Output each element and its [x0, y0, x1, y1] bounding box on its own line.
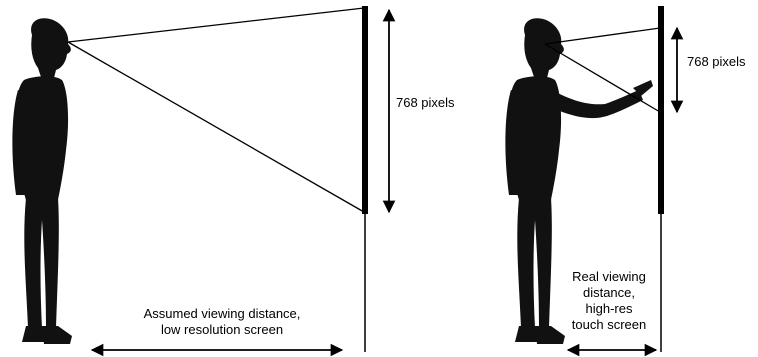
- left-screen: [362, 6, 368, 214]
- left-sightline-top: [67, 7, 365, 43]
- right-distance-label: Real viewing distance, high-res touch sc…: [552, 269, 666, 333]
- right-distance-label-line4: touch screen: [571, 317, 647, 332]
- right-sightline-top: [544, 27, 661, 45]
- right-height-label: 768 pixels: [687, 54, 746, 69]
- right-sightline-bottom: [544, 43, 661, 113]
- left-distance-label-line2: low resolution screen: [160, 322, 284, 337]
- left-person-silhouette: [12, 18, 72, 344]
- left-height-label: 768 pixels: [396, 95, 455, 110]
- right-person-silhouette: [505, 18, 653, 344]
- right-distance-label-line2: distance,: [582, 285, 636, 300]
- right-screen: [658, 6, 664, 214]
- left-distance-label-line1: Assumed viewing distance,: [143, 306, 301, 321]
- right-distance-label-line1: Real viewing: [572, 269, 646, 284]
- left-sightline-bottom: [67, 41, 365, 213]
- left-distance-label: Assumed viewing distance, low resolution…: [112, 306, 332, 338]
- right-distance-label-line3: high-res: [585, 301, 633, 316]
